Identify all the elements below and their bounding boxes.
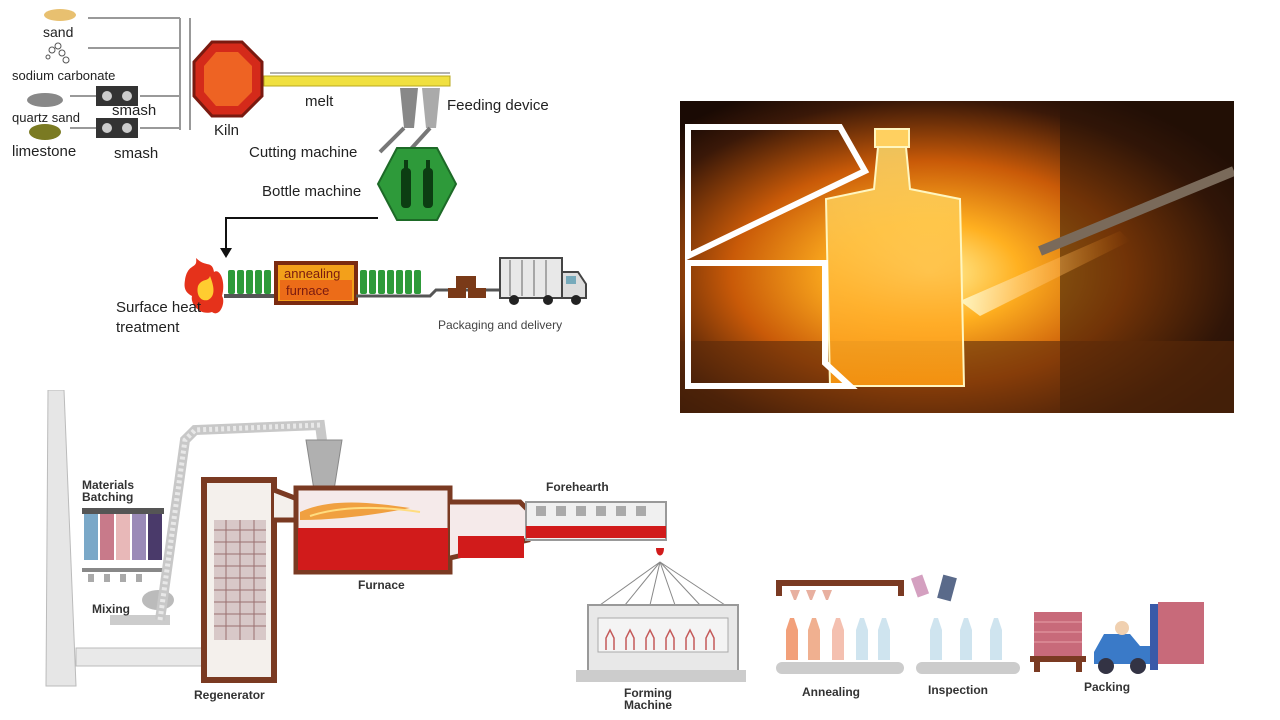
- flow-arrow: [225, 217, 378, 250]
- smash-box-1: [96, 86, 138, 106]
- bottle-shape: [824, 128, 966, 387]
- label-forehearth: Forehearth: [546, 480, 609, 494]
- glass-bottle-photo: [680, 101, 1234, 413]
- callout-outline: [685, 124, 870, 389]
- delivery-truck-icon: [499, 257, 587, 305]
- sand-pile: [44, 9, 76, 21]
- bottle-row-left: [228, 270, 271, 294]
- label-surface-heat: Surface heat: [116, 299, 202, 316]
- label-limestone: limestone: [12, 143, 77, 160]
- label-inspection: Inspection: [928, 683, 989, 697]
- label-annealing: annealing: [284, 266, 341, 281]
- label-quartz-sand: quartz sand: [12, 110, 80, 125]
- label-sodium-carbonate: sodium carbonate: [12, 68, 116, 83]
- label-feeding-device: Feeding device: [447, 97, 549, 114]
- top-process-diagram: [27, 9, 587, 314]
- inspection-station: [910, 574, 1020, 674]
- packaging-boxes: [448, 276, 486, 298]
- limestone-pile: [29, 124, 61, 140]
- bottle-row-right: [360, 270, 421, 294]
- bottom-process-diagram: [45, 390, 1204, 687]
- label-melt: melt: [305, 93, 334, 110]
- label-treatment: treatment: [116, 319, 180, 336]
- sodium-carbonate-pile: [45, 42, 70, 64]
- label-sand: sand: [43, 24, 74, 40]
- label-regenerator: Regenerator: [194, 688, 265, 702]
- forming-machine: [576, 561, 746, 682]
- feeding-device: [400, 88, 418, 128]
- label-bottle-machine: Bottle machine: [262, 183, 362, 200]
- quartz-sand-pile: [27, 93, 63, 107]
- label-furnace: Furnace: [358, 578, 405, 592]
- label-batching: Batching: [82, 490, 134, 504]
- feed-lines: [70, 17, 191, 130]
- annealing-station: [776, 580, 904, 674]
- chimney: [45, 390, 77, 687]
- batching-silos: [82, 508, 164, 582]
- hopper: [305, 439, 343, 491]
- label-packaging-delivery: Packaging and delivery: [438, 318, 563, 332]
- label-cutting-machine: Cutting machine: [249, 144, 358, 161]
- bottle-machine-shape: [376, 147, 458, 221]
- label-mixing: Mixing: [92, 602, 130, 616]
- forklift-icon: [1094, 634, 1150, 664]
- label-materials: Materials: [82, 478, 135, 492]
- label-smash-1: smash: [112, 102, 157, 119]
- packing-station: [1030, 602, 1204, 674]
- label-machine: Machine: [624, 698, 673, 712]
- label-kiln: Kiln: [214, 122, 240, 139]
- label-annealing-bottom: Annealing: [802, 685, 861, 699]
- label-packing: Packing: [1084, 680, 1131, 694]
- label-furnace-small: furnace: [286, 283, 330, 298]
- label-smash-2: smash: [114, 145, 159, 162]
- smash-box-2: [96, 118, 138, 138]
- label-forming: Forming: [624, 686, 672, 700]
- melt-line: [263, 75, 451, 87]
